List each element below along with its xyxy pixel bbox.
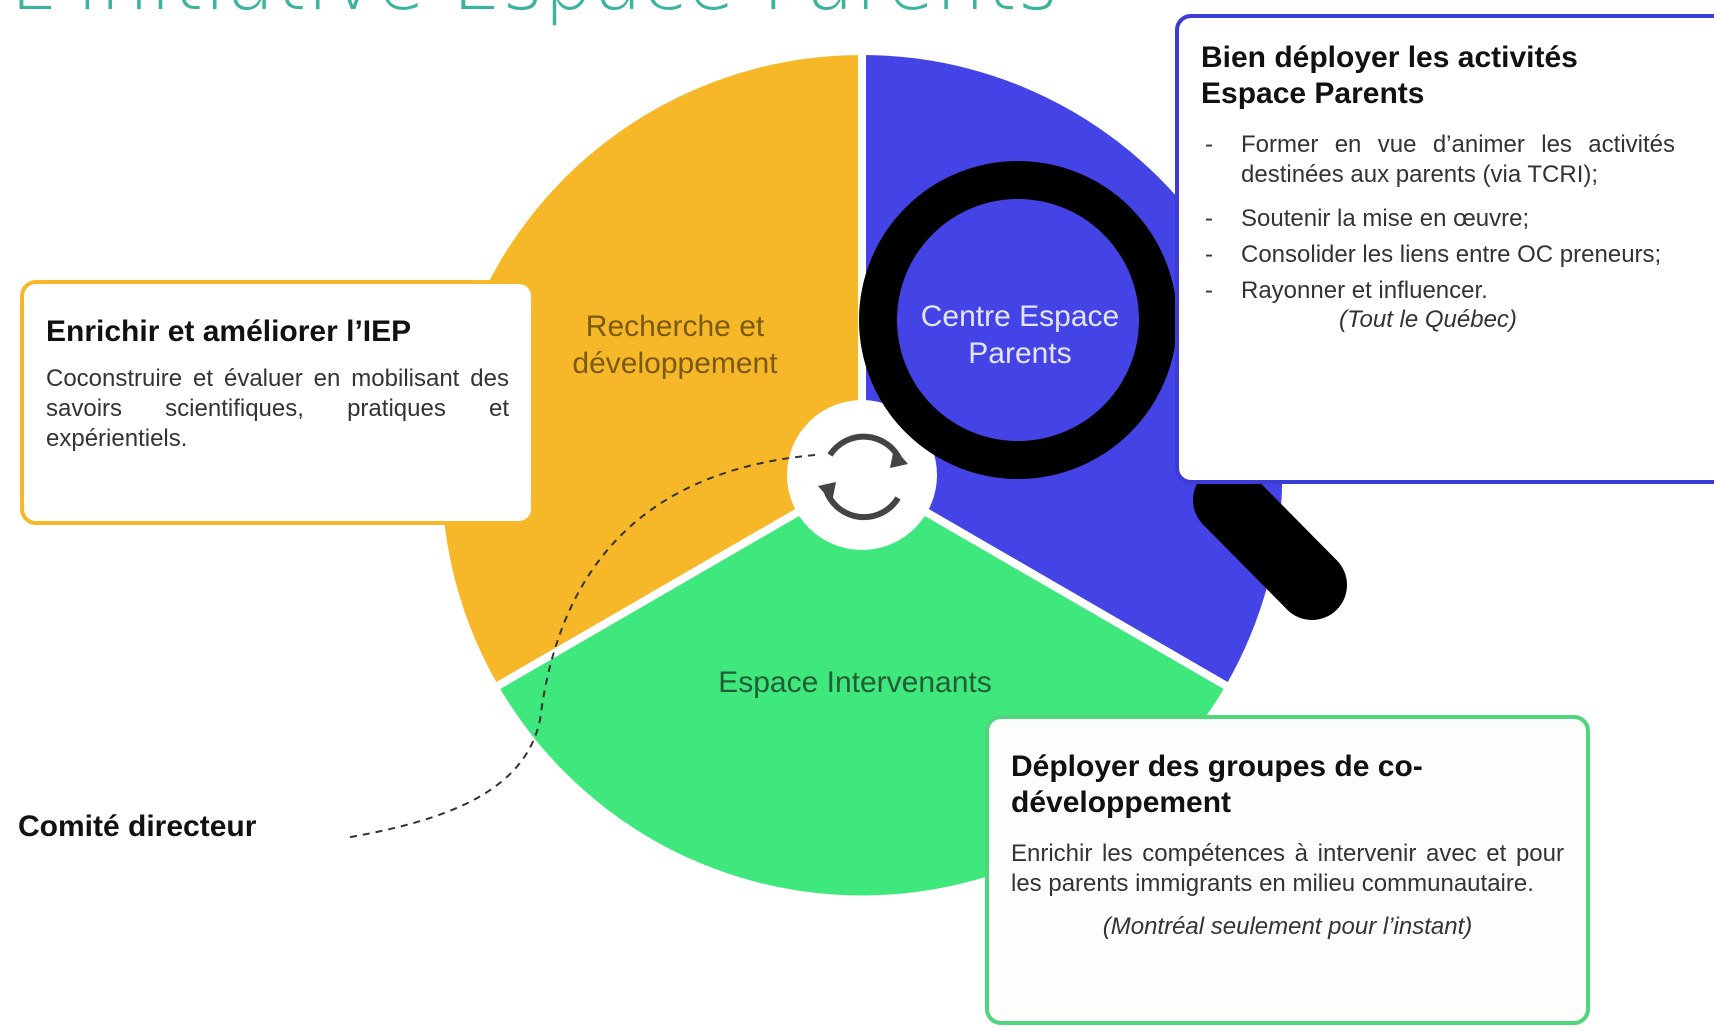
- magnifier-icon: [859, 161, 1347, 620]
- box-enrichir-text: Coconstruire et évaluer en mobilisant de…: [46, 365, 509, 452]
- page-title: L'initiative Espace Parents: [10, 0, 1059, 28]
- segment-label-centre: Centre Espace Parents: [920, 300, 1120, 370]
- box-codeveloppement: Déployer des groupes de co-développement…: [985, 715, 1590, 1025]
- box-codeveloppement-text: Enrichir les compétences à intervenir av…: [1011, 840, 1564, 897]
- box-codeveloppement-heading: Déployer des groupes de co-développement: [1011, 750, 1423, 819]
- list-item: Rayonner et influencer.: [1201, 276, 1675, 306]
- box-deployer-activites-note: (Tout le Québec): [1339, 306, 1517, 333]
- box-codeveloppement-note: (Montréal seulement pour l’instant): [1102, 913, 1473, 940]
- segment-recherche: [441, 54, 862, 685]
- list-item: Former en vue d’animer les activités des…: [1201, 130, 1675, 190]
- box-deployer-activites-heading: Bien déployer les activités Espace Paren…: [1201, 41, 1578, 110]
- list-item: Soutenir la mise en œuvre;: [1201, 204, 1675, 234]
- box-enrichir-heading: Enrichir et améliorer l’IEP: [46, 315, 412, 348]
- list-item: Consolider les liens entre OC preneurs;: [1201, 240, 1675, 270]
- segment-label-recherche: Recherche et développement: [572, 310, 778, 380]
- activites-list: Former en vue d’animer les activités des…: [1201, 130, 1675, 306]
- box-deployer-activites: Bien déployer les activités Espace Paren…: [1175, 14, 1714, 484]
- segment-label-intervenants: Espace Intervenants: [718, 666, 992, 699]
- comite-directeur-label: Comité directeur: [18, 810, 257, 843]
- cycle-icon: [818, 433, 908, 521]
- box-enrichir: Enrichir et améliorer l’IEP Coconstruire…: [20, 280, 535, 525]
